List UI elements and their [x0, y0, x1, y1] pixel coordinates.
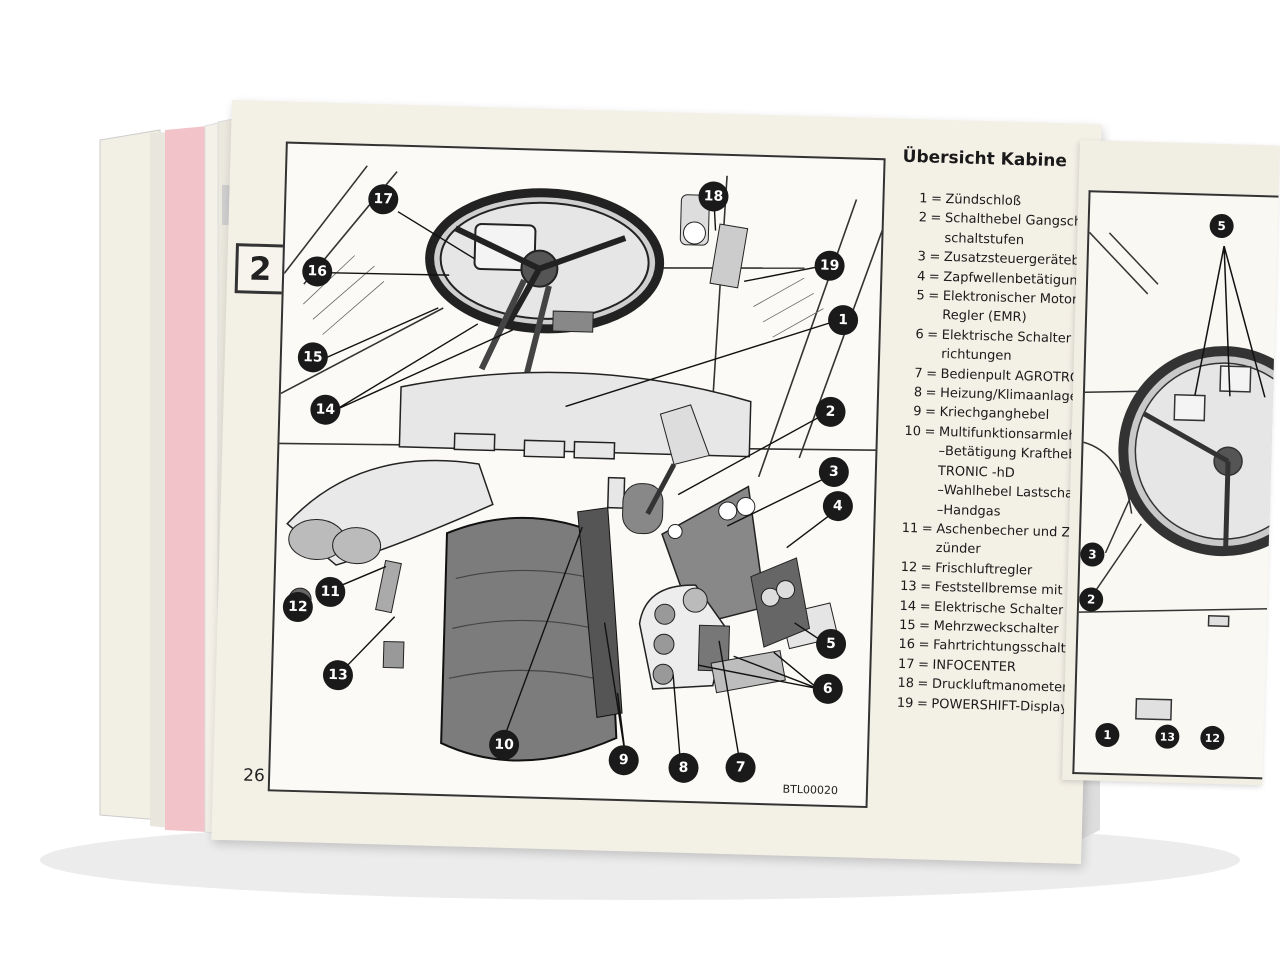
legend-num: 7 [914, 365, 923, 382]
legend-num [894, 460, 921, 480]
legend-num: 3 [917, 249, 927, 265]
legend-num [893, 480, 920, 500]
legend-text: richtungen [940, 347, 1012, 365]
page-number: 26 [242, 765, 266, 787]
legend-num: 19 [896, 695, 914, 711]
legend-num: 12 [900, 559, 918, 576]
legend-num: 2 [918, 210, 928, 226]
legend-num: 13 [899, 578, 917, 595]
manual-page: 2 [211, 100, 1102, 865]
legend-num: 1 [919, 191, 928, 207]
legend-text: POWERSHIFT-Display [931, 696, 1069, 716]
legend-num [898, 305, 925, 325]
legend-text: zünder [935, 541, 981, 558]
legend-num: 6 [915, 327, 924, 343]
cab-interior-drawing [279, 165, 886, 767]
legend-num [900, 228, 927, 248]
legend-num: 11 [901, 520, 919, 537]
legend-text: Regler (EMR) [942, 308, 1027, 326]
legend-num: 18 [897, 675, 915, 692]
legend-text: schaltstufen [944, 230, 1025, 248]
figure-code: BTL00020 [782, 782, 839, 798]
legend-num [897, 344, 924, 364]
legend-num: 17 [897, 656, 915, 673]
legend-text: Frischluftregler [934, 560, 1033, 579]
legend-num [891, 538, 918, 558]
legend-num: 8 [913, 385, 923, 401]
legend-num: 5 [916, 288, 926, 304]
legend-text: INFOCENTER [932, 657, 1017, 675]
chapter-tab: 2 [234, 243, 286, 295]
legend-num [893, 499, 920, 519]
legend-text: Zündschloß [945, 191, 1022, 210]
legend-num: 9 [913, 404, 922, 420]
facing-page-figure: 5 3 2 1 13 12 [1072, 190, 1280, 781]
legend-num: 16 [898, 637, 916, 653]
legend-text: –Handgas [936, 502, 1001, 520]
facing-page: 5 3 2 1 13 12 [1062, 140, 1280, 786]
cab-front-drawing [1078, 231, 1280, 721]
legend-num: 14 [899, 598, 917, 614]
legend-num: 4 [916, 268, 926, 285]
legend-num: 15 [898, 617, 916, 634]
legend-text: TRONIC -hD [937, 463, 1016, 481]
legend-title: Übersicht Kabine [902, 146, 1068, 172]
legend-num: 10 [904, 423, 922, 440]
legend-num [894, 441, 921, 461]
cab-overview-figure: 17 18 19 16 15 14 1 2 3 4 5 6 7 8 9 10 1… [267, 141, 886, 809]
